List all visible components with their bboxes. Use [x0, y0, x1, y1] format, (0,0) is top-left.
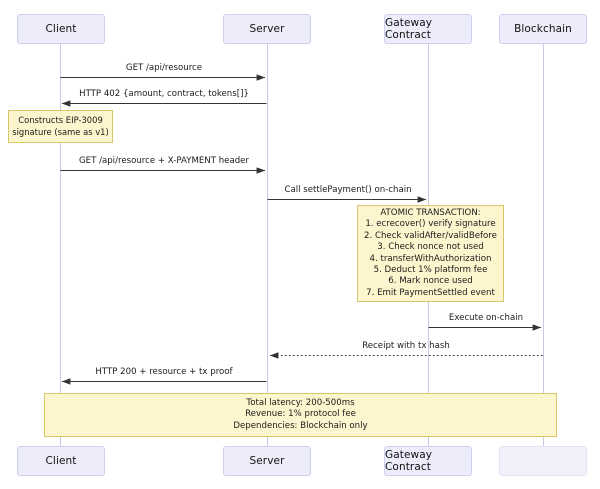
participant-footer-gateway[interactable]: Gateway Contract [384, 446, 472, 476]
note-line: signature (same as v1) [12, 126, 109, 137]
message-label-receipt-with-tx-hash: Receipt with tx hash [362, 341, 450, 351]
note-line: 4. transferWithAuthorization [369, 253, 492, 264]
note-line: Dependencies: Blockchain only [233, 420, 368, 431]
lifeline-client [60, 44, 61, 446]
note-line: 1. ecrecover() verify signature [365, 219, 496, 230]
participant-header-client[interactable]: Client [17, 14, 105, 44]
message-label-get-with-x-payment: GET /api/resource + X-PAYMENT header [79, 156, 249, 166]
message-label-call-settlepayment: Call settlePayment() on-chain [284, 185, 412, 195]
lifeline-chain [543, 44, 544, 446]
note-line: Constructs EIP-3009 [18, 115, 103, 126]
lifeline-server [267, 44, 268, 446]
note-line: Total latency: 200-500ms [246, 397, 355, 408]
note-constructs-eip3009: Constructs EIP-3009 signature (same as v… [8, 110, 113, 143]
message-label-http-200: HTTP 200 + resource + tx proof [95, 367, 233, 377]
message-label-get-api-resource: GET /api/resource [125, 63, 203, 73]
participant-footer-server[interactable]: Server [223, 446, 311, 476]
participant-header-blockchain[interactable]: Blockchain [499, 14, 587, 44]
participant-footer-blockchain[interactable] [499, 446, 587, 476]
note-line: 6. Mark nonce used [388, 276, 473, 287]
note-line: 3. Check nonce not used [377, 242, 484, 253]
message-label-http-402: HTTP 402 {amount, contract, tokens[]} [79, 89, 249, 99]
note-line: ATOMIC TRANSACTION: [380, 208, 481, 219]
participant-header-server[interactable]: Server [223, 14, 311, 44]
note-line: 7. Emit PaymentSettled event [366, 287, 495, 298]
note-atomic-transaction: ATOMIC TRANSACTION: 1. ecrecover() verif… [357, 205, 504, 302]
participant-header-gateway[interactable]: Gateway Contract [384, 14, 472, 44]
message-label-execute-on-chain: Execute on-chain [448, 313, 524, 323]
note-line: 5. Deduct 1% platform fee [373, 264, 488, 275]
note-line: 2. Check validAfter/validBefore [364, 230, 497, 241]
note-line: Revenue: 1% protocol fee [245, 409, 356, 420]
note-summary: Total latency: 200-500ms Revenue: 1% pro… [44, 393, 557, 437]
participant-footer-client[interactable]: Client [17, 446, 105, 476]
